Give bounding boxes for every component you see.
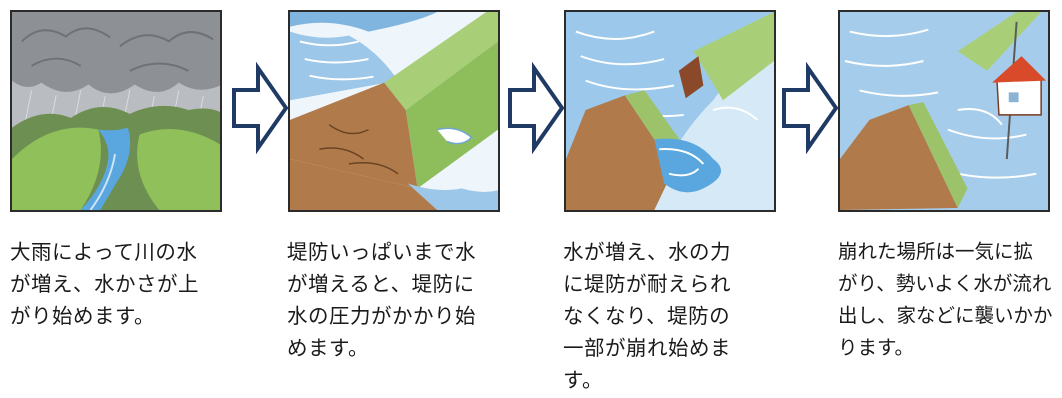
step-1-illustration xyxy=(10,10,222,212)
caption-line: 水の圧力がかかり始 xyxy=(287,304,476,328)
step-4-caption: 崩れた場所は一気に拡 がり、勢いよく水が流れ 出し、家などに襲いかか ります。 xyxy=(838,236,1060,364)
caption-line: 崩れた場所は一気に拡 xyxy=(838,240,1034,263)
step-3-caption: 水が増え、水の力 に堤防が耐えられ なくなり、堤防の 一部が崩れ始めま す。 xyxy=(563,236,803,396)
caption-line: 一部が崩れ始めま xyxy=(563,336,731,360)
caption-line: なくなり、堤防の xyxy=(563,304,731,328)
caption-line: 大雨によって川の水 xyxy=(10,240,198,264)
caption-line: がり、勢いよく水が流れ xyxy=(838,272,1052,295)
right-arrow-icon xyxy=(782,62,839,154)
step-1-caption: 大雨によって川の水 が増え、水かさが上 がり始めます。 xyxy=(10,236,250,332)
caption-line: に堤防が耐えられ xyxy=(563,272,731,296)
right-arrow-icon xyxy=(232,62,289,154)
step-2-caption: 堤防いっぱいまで水 が増えると、堤防に 水の圧力がかかり始 めます。 xyxy=(287,236,527,364)
caption-line: 堤防いっぱいまで水 xyxy=(287,240,476,264)
step-2-illustration xyxy=(288,10,500,212)
caption-line: が増え、水かさが上 xyxy=(10,272,199,296)
caption-line: めます。 xyxy=(287,336,369,360)
step-3-illustration xyxy=(564,10,776,212)
caption-line: が増えると、堤防に xyxy=(287,272,475,296)
caption-line: 出し、家などに襲いかか xyxy=(838,304,1053,327)
caption-line: がり始めます。 xyxy=(10,304,155,328)
caption-line: す。 xyxy=(563,368,603,392)
caption-line: ります。 xyxy=(838,336,915,359)
caption-line: 水が増え、水の力 xyxy=(563,240,731,264)
step-4-illustration xyxy=(838,10,1050,212)
right-arrow-icon xyxy=(508,62,565,154)
